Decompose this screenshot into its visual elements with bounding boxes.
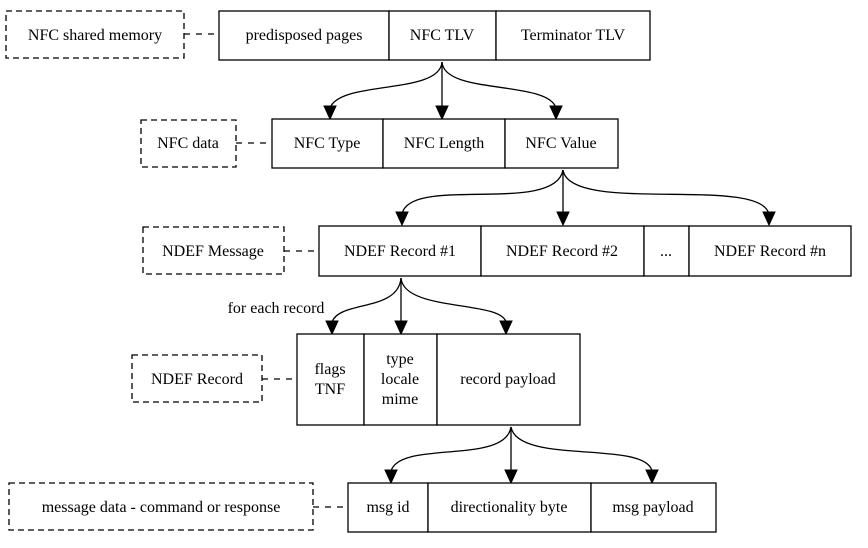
edge-to-record-payload: [400, 277, 507, 323]
label-box-ndef-message: [142, 226, 285, 275]
cell-nfc-value: [504, 118, 619, 169]
edge-to-flags-tnf: [331, 277, 402, 323]
edges-ndef-record-1: for each record: [228, 277, 513, 336]
cell-nfc-length-label: NFC Length: [404, 135, 484, 152]
edge-to-ndef-record-n: [562, 169, 770, 215]
arrow-to-msg-payload: [645, 469, 659, 485]
label-box-message-data: [8, 482, 314, 531]
cell-directionality-byte-label: directionality byte: [451, 499, 568, 516]
arrow-to-nfc-type: [323, 105, 337, 121]
cell-ellipsis: [643, 225, 690, 277]
cell-tnf-line: TNF: [315, 381, 345, 398]
cell-flags-line: flags: [314, 361, 345, 378]
label-nfc-data: NFC data: [157, 135, 219, 152]
cell-terminator-tlv: [495, 10, 651, 61]
arrow-to-nfc-length: [435, 105, 449, 121]
row-ndef-message: NDEF Message NDEF Record #1 NDEF Record …: [142, 225, 852, 277]
cell-ellipsis-label: ...: [660, 243, 672, 260]
cell-nfc-type: [271, 118, 384, 169]
cell-msg-payload-label: msg payload: [612, 499, 693, 516]
cell-nfc-type-label: NFC Type: [294, 135, 361, 152]
arrow-to-flags-tnf: [325, 320, 339, 336]
arrow-to-ndef-record-n: [762, 211, 776, 227]
edge-to-nfc-value: [441, 61, 557, 109]
cell-type-locale-mime: [363, 333, 438, 426]
cell-locale-line: locale: [381, 371, 419, 388]
arrow-to-directionality-byte: [504, 469, 518, 485]
label-box-ndef-record: [131, 354, 263, 403]
arrow-to-record-payload: [499, 320, 513, 336]
cell-ndef-record-2: [480, 225, 645, 277]
cell-nfc-value-label: NFC Value: [525, 135, 596, 152]
row-message-data: message data - command or response msg i…: [8, 482, 717, 533]
edge-to-msg-payload: [510, 426, 653, 472]
cell-ndef-record-1-label: NDEF Record #1: [344, 243, 456, 260]
cell-flags-tnf: [296, 333, 365, 426]
cell-nfc-length: [382, 118, 506, 169]
edges-nfc-tlv: [323, 61, 563, 121]
cell-record-payload-label: record payload: [460, 371, 556, 388]
cell-mime-line: mime: [382, 391, 418, 408]
cell-record-payload: [436, 333, 581, 426]
row-ndef-record: NDEF Record flags TNF type locale mime r…: [131, 333, 581, 426]
edge-label-for-each-record: for each record: [228, 300, 325, 317]
cell-directionality-byte: [427, 482, 592, 533]
cell-ndef-record-n-label: NDEF Record #n: [714, 243, 826, 260]
arrow-to-msg-id: [384, 469, 398, 485]
arrow-to-nfc-value: [549, 105, 563, 121]
cell-nfc-tlv-label: NFC TLV: [410, 27, 475, 44]
row-nfc-data: NFC data NFC Type NFC Length NFC Value: [140, 118, 619, 169]
cell-terminator-tlv-label: Terminator TLV: [521, 27, 626, 44]
cell-ndef-record-n: [688, 225, 852, 277]
label-ndef-record: NDEF Record: [151, 371, 243, 388]
cell-predisposed-pages: [218, 10, 390, 61]
arrow-to-ndef-record-1: [395, 211, 409, 227]
row-nfc-shared-memory: NFC shared memory predisposed pages NFC …: [5, 10, 651, 61]
cell-msg-id-label: msg id: [366, 499, 409, 516]
edge-to-ndef-record-1: [401, 169, 564, 215]
cell-predisposed-pages-label: predisposed pages: [246, 27, 363, 44]
cell-ndef-record-2-label: NDEF Record #2: [506, 243, 618, 260]
cell-ndef-record-1: [318, 225, 482, 277]
edges-nfc-value: [395, 169, 776, 227]
arrow-to-ndef-record-2: [556, 211, 570, 227]
arrow-to-type-locale-mime: [394, 320, 408, 336]
edges-record-payload: [384, 426, 659, 485]
edge-to-nfc-type: [329, 61, 443, 109]
edge-to-msg-id: [390, 426, 512, 472]
label-nfc-shared-memory: NFC shared memory: [28, 27, 162, 44]
cell-msg-payload: [590, 482, 717, 533]
cell-type-line: type: [386, 351, 414, 368]
label-message-data: message data - command or response: [42, 499, 281, 516]
label-ndef-message: NDEF Message: [162, 243, 264, 260]
label-box-nfc-data: [140, 119, 237, 168]
